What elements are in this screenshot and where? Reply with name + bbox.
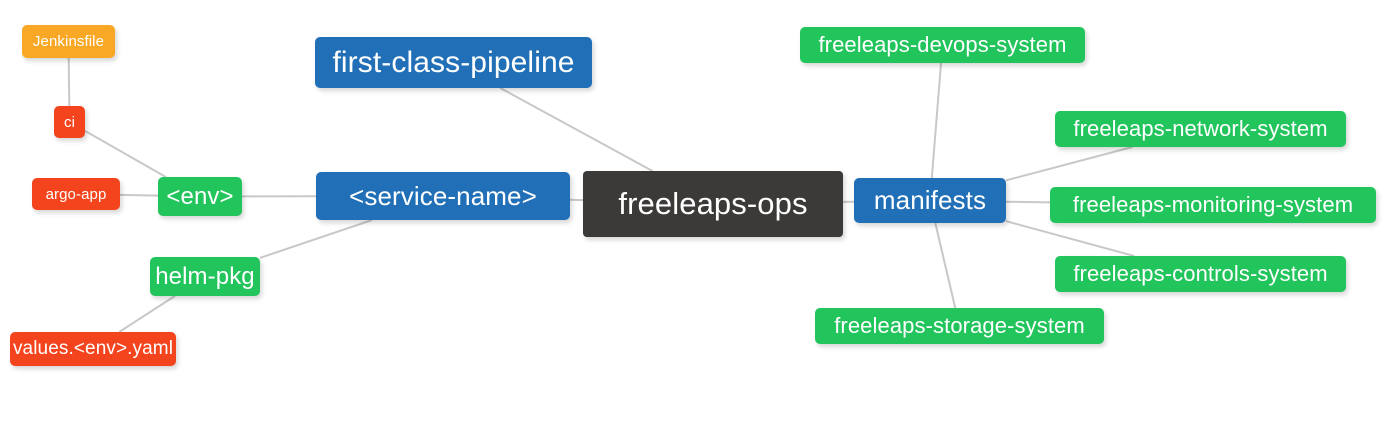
mindmap-node-label: freeleaps-monitoring-system (1072, 192, 1354, 217)
mindmap-node-label: first-class-pipeline (332, 45, 575, 79)
mindmap-node-label: freeleaps-controls-system (1073, 261, 1328, 286)
mindmap-node-label: freeleaps-storage-system (834, 313, 1085, 338)
mindmap-node-first-class-pipeline[interactable]: first-class-pipeline (315, 37, 592, 88)
mindmap-node-label: helm-pkg (155, 262, 255, 290)
mindmap-node-manifests[interactable]: manifests (854, 178, 1006, 223)
mindmap-node-service-name[interactable]: <service-name> (316, 172, 570, 220)
mindmap-node-freeleaps-controls-system[interactable]: freeleaps-controls-system (1055, 256, 1346, 292)
mindmap-edge-manifests-to-freeleaps-monitoring-system (1005, 200, 1051, 204)
mindmap-node-label: freeleaps-network-system (1073, 116, 1328, 141)
mindmap-node-label: <service-name> (349, 180, 537, 211)
mindmap-node-ci[interactable]: ci (54, 106, 85, 138)
mindmap-edge-manifests-to-freeleaps-devops-system (930, 62, 943, 179)
mindmap-node-label: values.<env>.yaml (12, 338, 174, 359)
mindmap-node-label: freeleaps-devops-system (818, 32, 1067, 57)
mindmap-node-freeleaps-devops-system[interactable]: freeleaps-devops-system (800, 27, 1085, 63)
mindmap-edge-manifests-to-freeleaps-storage-system (934, 222, 957, 309)
mindmap-node-freeleaps-network-system[interactable]: freeleaps-network-system (1055, 111, 1346, 147)
mindmap-edge-values-env-yaml-to-helm-pkg (118, 295, 176, 333)
mindmap-node-label: <env> (166, 182, 234, 210)
mindmap-node-env[interactable]: <env> (158, 177, 242, 216)
mindmap-edge-manifests-to-freeleaps-controls-system (1005, 220, 1135, 257)
mindmap-node-label: Jenkinsfile (32, 33, 105, 50)
mindmap-node-helm-pkg[interactable]: helm-pkg (150, 257, 260, 296)
mindmap-node-freeleaps-monitoring-system[interactable]: freeleaps-monitoring-system (1050, 187, 1376, 223)
mindmap-edge-Jenkinsfile-to-ci (67, 57, 71, 107)
mindmap-node-label: manifests (873, 185, 987, 215)
mindmap-node-label: freeleaps-ops (618, 186, 808, 221)
mindmap-edge-first-class-pipeline-to-freeleaps-ops (499, 87, 653, 172)
mindmap-node-freeleaps-ops[interactable]: freeleaps-ops (583, 171, 843, 237)
mindmap-edge-helm-pkg-to-service-name (259, 219, 373, 259)
mindmap-edge-ci-to-env (84, 129, 167, 178)
mindmap-node-label: argo-app (45, 185, 107, 203)
mindmap-edge-manifests-to-freeleaps-network-system (1005, 146, 1133, 182)
mindmap-node-label: ci (63, 113, 76, 131)
mindmap-node-Jenkinsfile[interactable]: Jenkinsfile (22, 25, 115, 58)
mindmap-node-values-env-yaml[interactable]: values.<env>.yaml (10, 332, 176, 366)
mindmap-node-freeleaps-storage-system[interactable]: freeleaps-storage-system (815, 308, 1104, 344)
mindmap-node-argo-app[interactable]: argo-app (32, 178, 120, 210)
mindmap-edge-argo-app-to-env (119, 193, 159, 197)
